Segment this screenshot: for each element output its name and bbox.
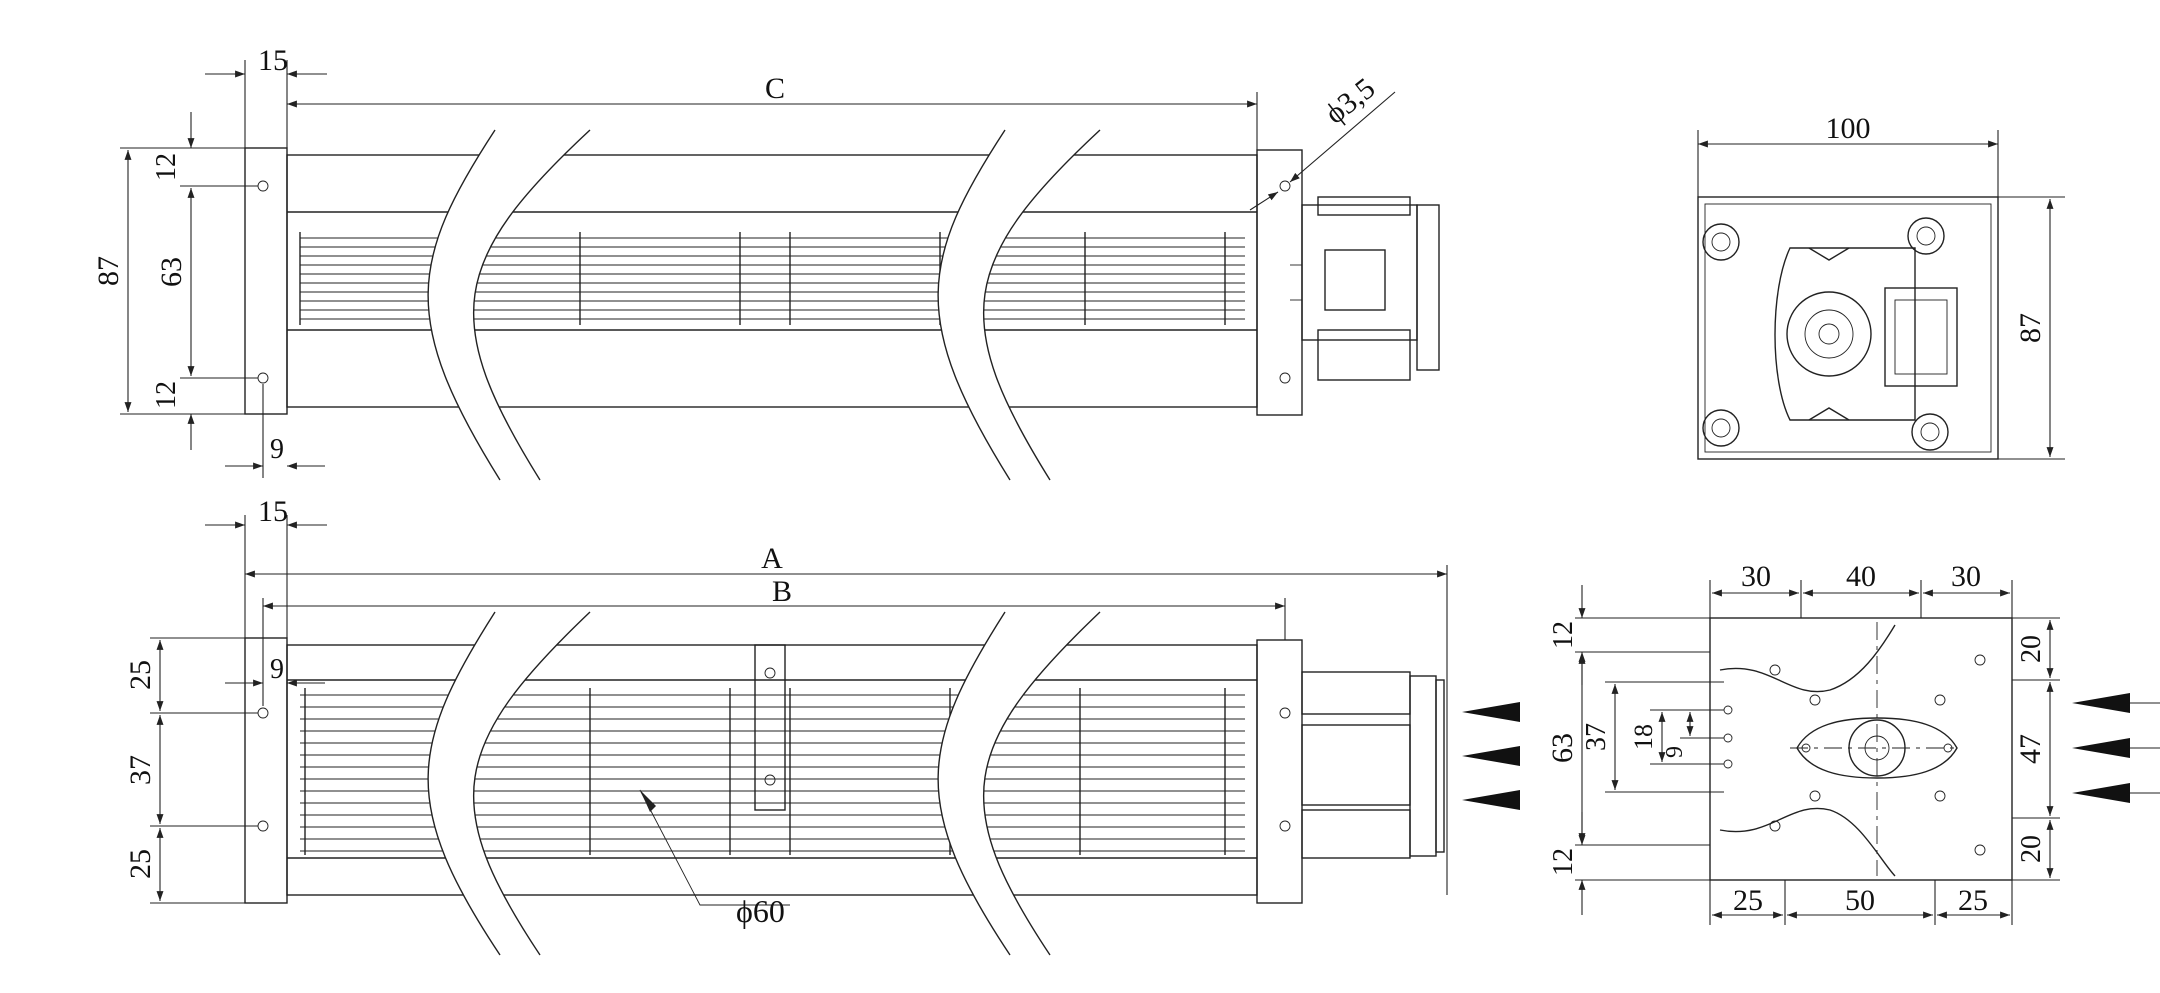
dim-end-bottom-hole-group: 37 xyxy=(1581,723,1612,751)
top-view-dimensions: 15 C ϕ3,5 87 63 12 12 9 xyxy=(92,44,1396,478)
corner-boss-tr xyxy=(1907,217,1945,255)
dim-end-bottom-right-bottom: 20 xyxy=(2016,835,2047,863)
corner-boss-br xyxy=(1911,413,1949,451)
dim-bottom-flange: 15 xyxy=(258,495,288,528)
airflow-arrow-6 xyxy=(2072,783,2130,803)
end-view-top-dimensions: 100 87 xyxy=(1697,112,2065,460)
airflow-arrows-right xyxy=(2072,693,2160,803)
dim-end-bottom-right-top: 20 xyxy=(2016,635,2047,663)
dim-end-bottom-bottom-offset: 12 xyxy=(1548,848,1579,876)
airflow-arrows-left xyxy=(1462,702,1520,810)
mount-hole-bottom-lower xyxy=(257,820,269,832)
top-side-view xyxy=(244,129,1440,481)
dim-bottom-offset-lower: 25 xyxy=(124,849,157,879)
airflow-arrow-2 xyxy=(1462,746,1520,766)
end-view-top xyxy=(1697,196,1999,460)
dim-end-bottom-left: 30 xyxy=(1741,560,1771,593)
airflow-arrow-1 xyxy=(1462,702,1520,722)
dim-bottom-inner-b: B xyxy=(772,575,792,608)
dim-top-hole-spacing: 63 xyxy=(155,257,188,287)
motor-hole-top xyxy=(1279,180,1291,192)
dim-end-bottom-hole-pair: 18 xyxy=(1629,724,1658,750)
dim-end-bottom-bottom-left: 25 xyxy=(1733,884,1763,917)
dim-end-bottom-right: 30 xyxy=(1951,560,1981,593)
dim-bottom-overall-a: A xyxy=(761,542,783,575)
mount-hole-top-lower xyxy=(257,372,269,384)
right-flange-top xyxy=(1256,149,1303,416)
dim-bottom-hole-spacing: 37 xyxy=(124,755,157,785)
dim-bottom-hole-inset: 9 xyxy=(270,654,284,685)
center-bearing-bracket xyxy=(754,644,786,811)
corner-boss-tl xyxy=(1702,223,1740,261)
right-flange-bottom xyxy=(1256,639,1303,904)
dim-top-hole-diameter: ϕ3,5 xyxy=(1319,72,1381,131)
dim-end-top-height: 87 xyxy=(2014,313,2047,343)
mount-hole-bottom-upper xyxy=(257,707,269,719)
dim-end-bottom-hole-pitch: 9 xyxy=(1662,746,1688,758)
bottom-side-view xyxy=(244,611,1445,956)
motor-mount-plate xyxy=(1796,717,1958,779)
motor-bottom xyxy=(1301,671,1445,859)
dim-end-top-width: 100 xyxy=(1826,112,1871,145)
dim-end-bottom-right-mid: 47 xyxy=(2014,734,2047,764)
airflow-arrow-5 xyxy=(2072,738,2130,758)
hole-column-2 xyxy=(1723,733,1733,743)
dim-end-bottom-top-offset: 12 xyxy=(1548,621,1579,649)
airflow-arrow-3 xyxy=(1462,790,1520,810)
dim-end-bottom-mid: 40 xyxy=(1846,560,1876,593)
corner-boss-bl xyxy=(1702,409,1740,447)
hole-column-1 xyxy=(1723,705,1733,715)
dim-end-bottom-bottom-mid: 50 xyxy=(1845,884,1875,917)
end-plate-top xyxy=(1697,196,1999,460)
motor-top xyxy=(1290,196,1440,381)
dim-end-bottom-slot-height: 63 xyxy=(1546,733,1579,763)
motor-end-top xyxy=(1774,247,1958,421)
dim-top-length-c: C xyxy=(765,72,785,105)
airflow-arrow-4 xyxy=(2072,693,2130,713)
dim-top-hole-inset: 9 xyxy=(270,434,284,465)
dim-top-offset-upper: 12 xyxy=(151,153,182,181)
end-view-bottom xyxy=(1709,617,2013,881)
dim-top-flange: 15 xyxy=(258,44,288,77)
end-plate-bottom xyxy=(1709,617,2013,881)
dim-top-height: 87 xyxy=(92,256,125,286)
mount-hole-top-upper xyxy=(257,180,269,192)
dim-bottom-wheel-diameter: ϕ60 xyxy=(736,893,785,929)
dim-bottom-offset-upper: 25 xyxy=(124,660,157,690)
bottom-view-dimensions: 15 A B 9 25 37 25 ϕ60 xyxy=(124,495,1448,929)
dim-end-bottom-bottom-right: 25 xyxy=(1958,884,1988,917)
dim-top-offset-lower: 12 xyxy=(151,381,182,409)
hole-column-3 xyxy=(1723,759,1733,769)
end-view-bottom-dimensions: 30 40 30 12 63 12 37 18 9 20 47 xyxy=(1546,560,2060,925)
